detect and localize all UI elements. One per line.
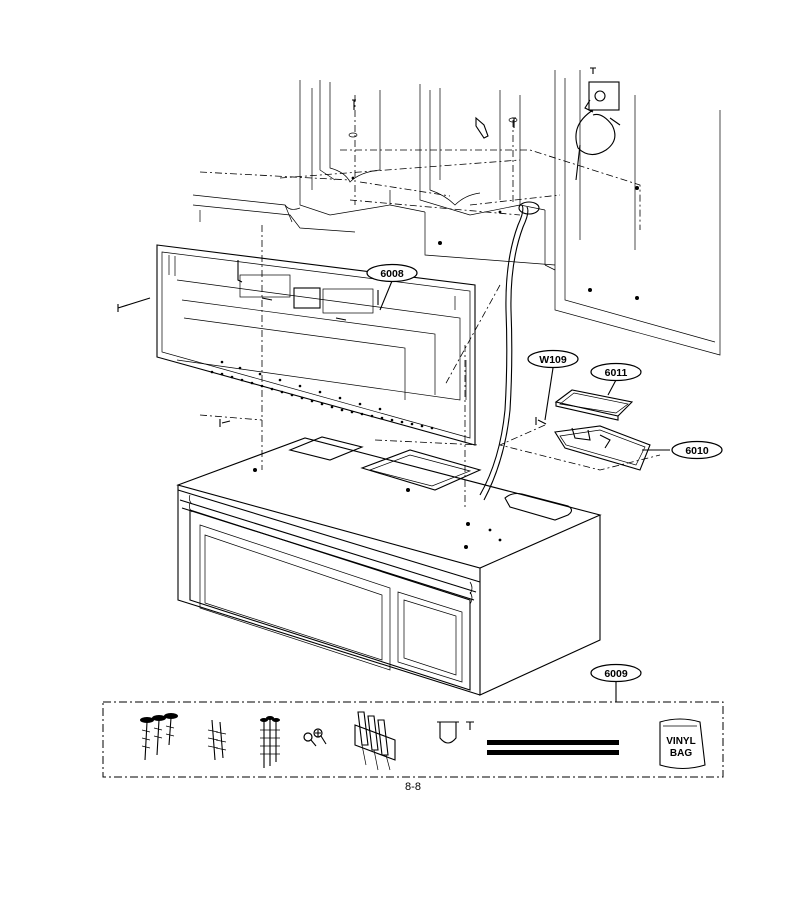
callout-6011: 6011 — [590, 362, 642, 382]
outlet-and-cord — [575, 67, 621, 181]
page-number: 8-8 — [405, 781, 421, 793]
damper-part — [554, 389, 634, 421]
microwave-oven — [176, 436, 602, 696]
vinyl-bag-label-line2: BAG — [670, 748, 692, 759]
callout-w109: W109 — [527, 349, 579, 369]
plate-holes — [210, 360, 434, 430]
callout-6010: 6010 — [671, 440, 723, 460]
small-screws — [303, 728, 327, 747]
plate-screw — [117, 297, 151, 312]
callout-6009: 6009 — [590, 663, 642, 683]
long-screws — [260, 716, 280, 768]
duct-rails — [487, 740, 619, 755]
vinyl-bag: VINYL BAG — [659, 718, 706, 770]
callout-6008-label: 6008 — [380, 268, 404, 280]
duct-part — [554, 425, 651, 471]
power-cable — [479, 204, 524, 496]
callout-6008: 6008 — [366, 263, 418, 283]
installation-kit-box: VINYL BAG — [102, 701, 724, 778]
wood-screws — [207, 719, 227, 761]
toggle-wings — [354, 711, 396, 771]
callout-6010-label: 6010 — [685, 445, 709, 457]
callout-w109-label: W109 — [539, 354, 567, 366]
callout-6011-label: 6011 — [605, 367, 628, 379]
toggle-bolts — [140, 713, 178, 761]
vinyl-bag-label-line1: VINYL — [666, 736, 695, 747]
cable-clamp — [437, 721, 474, 744]
callout-6009-label: 6009 — [604, 668, 628, 680]
